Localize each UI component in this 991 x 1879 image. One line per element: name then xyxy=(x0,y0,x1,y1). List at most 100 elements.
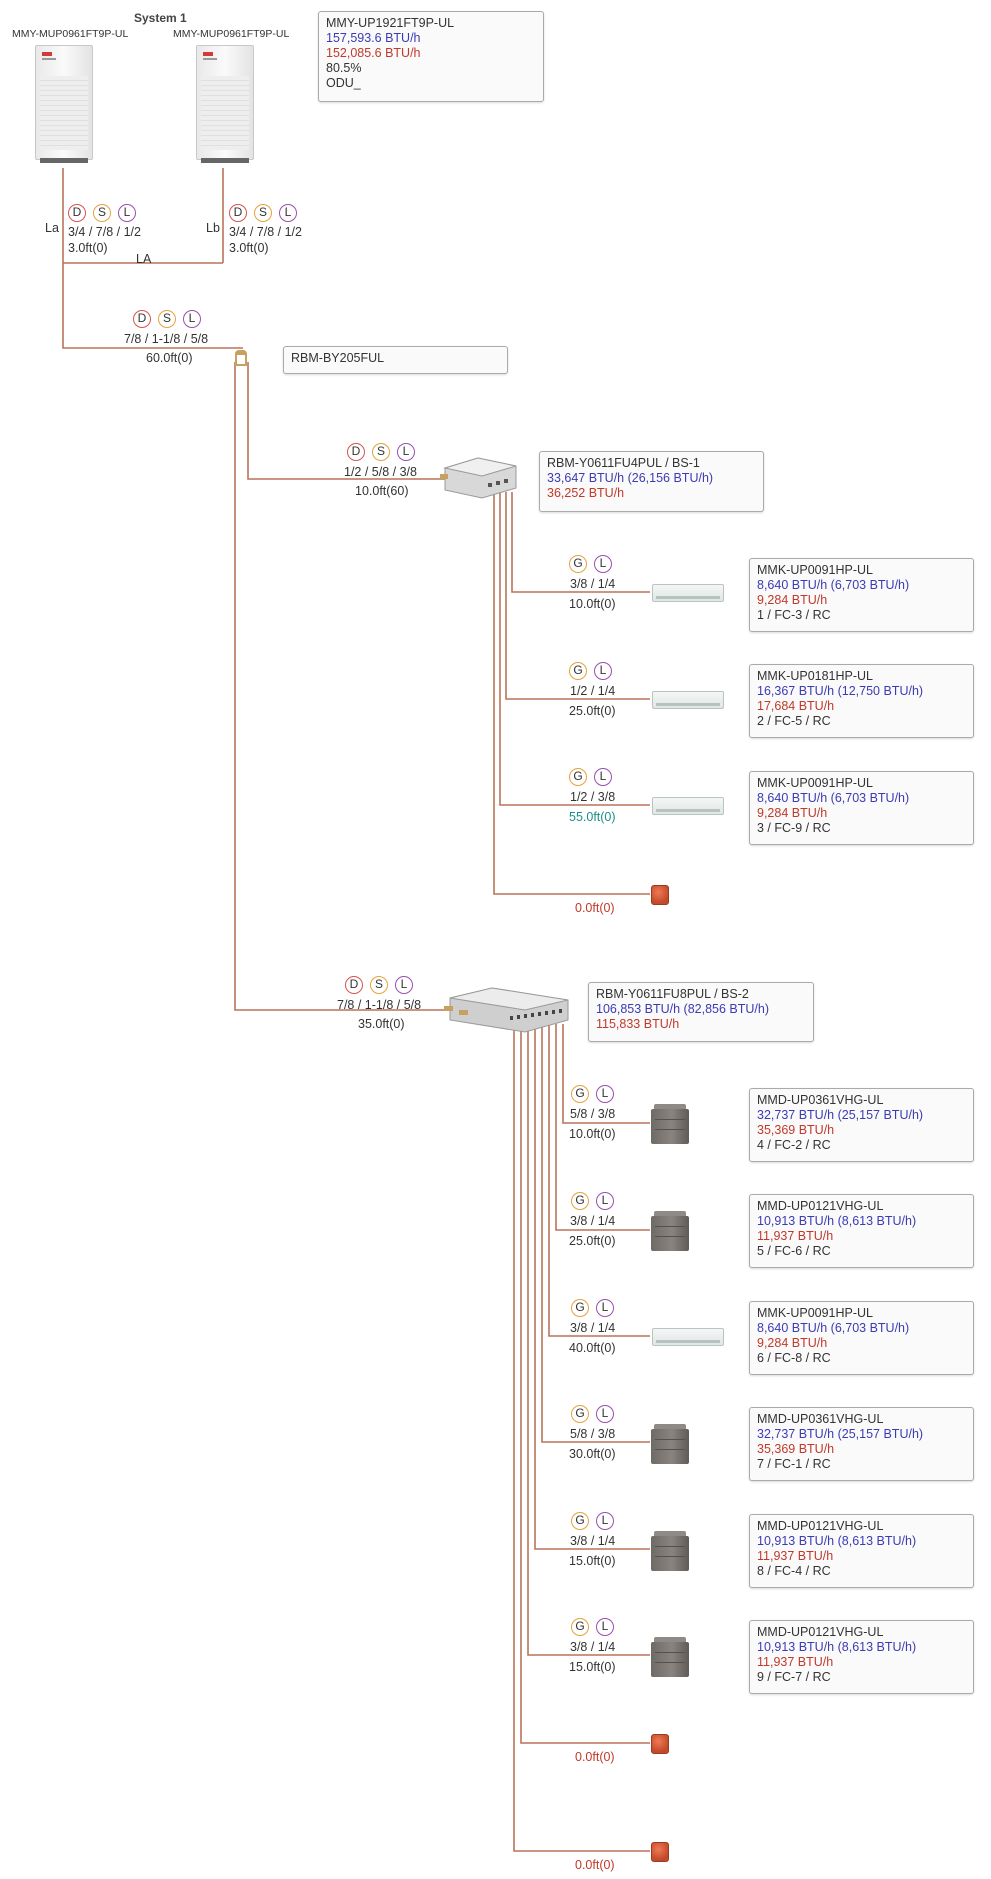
liquid-icon: L xyxy=(596,1512,614,1530)
liquid-icon: L xyxy=(594,555,612,573)
liquid-icon: L xyxy=(118,204,136,222)
pipe-type-icons: G L xyxy=(569,662,612,680)
pipe-cap-icon[interactable] xyxy=(651,1734,669,1754)
pipe-length: 40.0ft(0) xyxy=(569,1341,616,1355)
bs2-branch-selector[interactable] xyxy=(444,986,570,1034)
la-pipe-size: 3/4 / 7/8 / 1/2 xyxy=(68,225,141,239)
outdoor-unit-a[interactable] xyxy=(35,45,93,160)
pipe-length: 30.0ft(0) xyxy=(569,1447,616,1461)
ducted-unit-icon[interactable] xyxy=(651,1637,689,1677)
liquid-icon: L xyxy=(596,1192,614,1210)
pipe-cap-icon[interactable] xyxy=(651,885,669,905)
bs2-cooling: 106,853 BTU/h (82,856 BTU/h) xyxy=(596,1002,806,1017)
discharge-icon: D xyxy=(347,443,365,461)
joint-label-box[interactable]: RBM-BY205FUL xyxy=(283,346,508,374)
gas-icon: G xyxy=(569,662,587,680)
bs2-heating: 115,833 BTU/h xyxy=(596,1017,806,1032)
unit-heating: 11,937 BTU/h xyxy=(757,1655,966,1670)
indoor-unit-box[interactable]: MMD-UP0121VHG-UL 10,913 BTU/h (8,613 BTU… xyxy=(749,1194,974,1268)
y-joint-icon[interactable] xyxy=(235,350,247,366)
ducted-unit-icon[interactable] xyxy=(651,1104,689,1144)
lb-pipe-length: 3.0ft(0) xyxy=(229,241,269,255)
pipe-length: 15.0ft(0) xyxy=(569,1660,616,1674)
unit-info: 6 / FC-8 / RC xyxy=(757,1351,966,1366)
system-summary-box[interactable]: MMY-UP1921FT9P-UL 157,593.6 BTU/h 152,08… xyxy=(318,11,544,102)
ducted-unit-icon[interactable] xyxy=(651,1424,689,1464)
wall-mount-unit-icon[interactable] xyxy=(652,797,724,815)
pipe-cap-icon[interactable] xyxy=(651,1842,669,1862)
cap-length: 0.0ft(0) xyxy=(575,901,615,915)
bs1-model: RBM-Y0611FU4PUL / BS-1 xyxy=(547,456,756,471)
discharge-icon: D xyxy=(68,204,86,222)
unit-heating: 35,369 BTU/h xyxy=(757,1123,966,1138)
indoor-unit-box[interactable]: MMD-UP0121VHG-UL 10,913 BTU/h (8,613 BTU… xyxy=(749,1514,974,1588)
suction-icon: S xyxy=(158,310,176,328)
unit-model: MMD-UP0361VHG-UL xyxy=(757,1093,966,1108)
liquid-icon: L xyxy=(596,1618,614,1636)
pipe-size: 3/8 / 1/4 xyxy=(570,577,615,591)
system-title: System 1 xyxy=(134,11,187,25)
unit-heating: 9,284 BTU/h xyxy=(757,1336,966,1351)
bs2-model: RBM-Y0611FU8PUL / BS-2 xyxy=(596,987,806,1002)
unit-cooling: 10,913 BTU/h (8,613 BTU/h) xyxy=(757,1534,966,1549)
gas-icon: G xyxy=(569,768,587,786)
indoor-unit-box[interactable]: MMK-UP0091HP-UL 8,640 BTU/h (6,703 BTU/h… xyxy=(749,1301,974,1375)
bs1-cooling: 33,647 BTU/h (26,156 BTU/h) xyxy=(547,471,756,486)
pipe-length: 15.0ft(0) xyxy=(569,1554,616,1568)
pipe-size: 1/2 / 3/8 xyxy=(570,790,615,804)
summary-cooling: 157,593.6 BTU/h xyxy=(326,31,536,46)
pipe-type-icons: G L xyxy=(571,1192,614,1210)
unit-cooling: 32,737 BTU/h (25,157 BTU/h) xyxy=(757,1427,966,1442)
pipe-size: 1/2 / 1/4 xyxy=(570,684,615,698)
gas-icon: G xyxy=(571,1618,589,1636)
bs1-pipe-type-icons: D S L xyxy=(347,443,415,461)
indoor-unit-box[interactable]: MMD-UP0361VHG-UL 32,737 BTU/h (25,157 BT… xyxy=(749,1407,974,1481)
pipe-type-icons: G L xyxy=(571,1405,614,1423)
outdoor-unit-b[interactable] xyxy=(196,45,254,160)
wall-mount-unit-icon[interactable] xyxy=(652,584,724,602)
liquid-icon: L xyxy=(596,1085,614,1103)
liquid-icon: L xyxy=(594,662,612,680)
indoor-unit-box[interactable]: MMD-UP0121VHG-UL 10,913 BTU/h (8,613 BTU… xyxy=(749,1620,974,1694)
main-pipe-size: 7/8 / 1-1/8 / 5/8 xyxy=(124,332,208,346)
label-strip xyxy=(42,58,56,60)
unit-model: MMK-UP0091HP-UL xyxy=(757,563,966,578)
unit-heating: 9,284 BTU/h xyxy=(757,806,966,821)
indoor-unit-box[interactable]: MMD-UP0361VHG-UL 32,737 BTU/h (25,157 BT… xyxy=(749,1088,974,1162)
bs2-info-box[interactable]: RBM-Y0611FU8PUL / BS-2 106,853 BTU/h (82… xyxy=(588,982,814,1042)
indoor-unit-box[interactable]: MMK-UP0091HP-UL 8,640 BTU/h (6,703 BTU/h… xyxy=(749,771,974,845)
ducted-unit-icon[interactable] xyxy=(651,1531,689,1571)
unit-info: 9 / FC-7 / RC xyxy=(757,1670,966,1685)
unit-cooling: 32,737 BTU/h (25,157 BTU/h) xyxy=(757,1108,966,1123)
liquid-icon: L xyxy=(183,310,201,328)
pipe-type-icons: G L xyxy=(571,1618,614,1636)
wall-mount-unit-icon[interactable] xyxy=(652,691,724,709)
gas-icon: G xyxy=(571,1192,589,1210)
summary-ratio: 80.5% xyxy=(326,61,536,76)
bs1-branch-selector[interactable] xyxy=(440,456,520,500)
ducted-unit-icon[interactable] xyxy=(651,1211,689,1251)
indoor-unit-box[interactable]: MMK-UP0091HP-UL 8,640 BTU/h (6,703 BTU/h… xyxy=(749,558,974,632)
pipe-type-icons: G L xyxy=(571,1299,614,1317)
pipe-size: 3/8 / 1/4 xyxy=(570,1214,615,1228)
bs1-heating: 36,252 BTU/h xyxy=(547,486,756,501)
unit-cooling: 10,913 BTU/h (8,613 BTU/h) xyxy=(757,1214,966,1229)
bs1-info-box[interactable]: RBM-Y0611FU4PUL / BS-1 33,647 BTU/h (26,… xyxy=(539,451,764,512)
main-pipe-length: 60.0ft(0) xyxy=(146,351,193,365)
joint-model: RBM-BY205FUL xyxy=(291,351,500,366)
pipe-length-long: 55.0ft(0) xyxy=(569,810,616,824)
label-strip xyxy=(203,58,217,60)
liquid-icon: L xyxy=(397,443,415,461)
unit-cooling: 8,640 BTU/h (6,703 BTU/h) xyxy=(757,1321,966,1336)
bs2-pipe-length: 35.0ft(0) xyxy=(358,1017,405,1031)
main-pipe-type-icons: D S L xyxy=(133,310,201,328)
indoor-unit-box[interactable]: MMK-UP0181HP-UL 16,367 BTU/h (12,750 BTU… xyxy=(749,664,974,738)
la-pipe-type-icons: D S L xyxy=(68,204,136,222)
pipe-bs1-u3 xyxy=(500,492,650,805)
unit-model: MMK-UP0091HP-UL xyxy=(757,776,966,791)
pipe-type-icons: G L xyxy=(569,555,612,573)
unit-model: MMD-UP0121VHG-UL xyxy=(757,1519,966,1534)
la-total-label: LA xyxy=(136,252,151,266)
wall-mount-unit-icon[interactable] xyxy=(652,1328,724,1346)
odu-a-model: MMY-MUP0961FT9P-UL xyxy=(12,27,128,41)
